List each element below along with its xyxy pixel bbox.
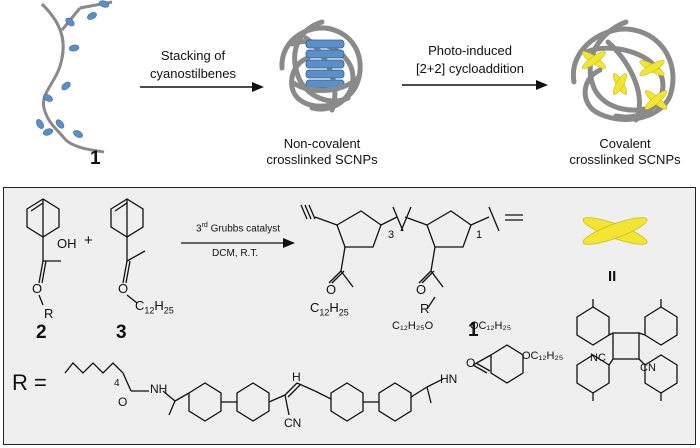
m2-r: R — [44, 306, 54, 321]
r-o2: O — [466, 356, 476, 370]
r-group-structure — [64, 344, 524, 422]
poly-sub-right: 1 — [476, 229, 483, 241]
arrow1-label-line1: Stacking of — [160, 48, 226, 63]
monomer-3-structure — [110, 198, 146, 304]
cyclobutane-structure — [576, 299, 678, 401]
repeat-sub: 4 — [114, 378, 120, 389]
arrow-cycloaddition — [402, 80, 548, 90]
monomer-3-number: 3 — [116, 322, 127, 343]
poly-r: R — [420, 301, 430, 316]
synthesis-scheme — [26, 198, 678, 422]
r-h: H — [292, 370, 301, 384]
poly-o-left: O — [326, 282, 337, 297]
noncovalent-label-line2: crosslinked SCNPs — [266, 152, 378, 167]
m2-o: O — [32, 281, 43, 296]
covalent-label-line2: crosslinked SCNPs — [569, 152, 681, 167]
covalent-scnp-illustration — [570, 19, 676, 123]
m2-oh: OH — [57, 236, 77, 251]
cyclobutane-cn-left: NC — [590, 352, 606, 364]
polymer-chain-illustration — [36, 0, 113, 154]
reaction-arrowhead — [283, 238, 295, 248]
conditions-line2: DCM, R.T. — [212, 248, 259, 259]
r-equals: R = — [12, 370, 47, 395]
m3-alkyl: C12H25 — [135, 298, 174, 316]
polymer-product-structure — [300, 204, 523, 310]
polymer-number: 1 — [90, 148, 101, 169]
r-cn: CN — [284, 416, 302, 430]
arrow2-label-line1: Photo-induced — [428, 43, 512, 58]
arrow-stacking — [140, 82, 264, 92]
arrow1-label-line2: cyanostilbenes — [150, 66, 236, 81]
crosslink-label: II — [608, 268, 617, 285]
r-nh1: NH — [150, 382, 168, 396]
m3-o: O — [118, 281, 129, 296]
x-shaped-crosslink — [582, 217, 648, 245]
r-o1: O — [118, 395, 128, 409]
crosslinks — [582, 51, 668, 110]
poly-alkyl: C12H25 — [310, 300, 349, 318]
poly-o-right: O — [416, 282, 427, 297]
covalent-label-line1: Covalent — [599, 136, 651, 151]
cyanostilbene-pendants — [36, 0, 110, 138]
noncovalent-scnp-illustration — [279, 19, 363, 113]
cyclobutane-cn-right: CN — [640, 362, 656, 374]
noncovalent-label-line1: Non-covalent — [283, 136, 361, 151]
r-oc1: C₁₂H₂₅O — [392, 320, 434, 332]
poly-sub-left: 3 — [388, 229, 395, 241]
arrow2-label-line2: [2+2] cycloaddition — [415, 61, 525, 76]
plus-sign: + — [84, 232, 93, 249]
r-oc2: OC₁₂H₂₅ — [470, 320, 512, 332]
r-hn: HN — [440, 372, 458, 386]
monomer-2-number: 2 — [36, 322, 47, 343]
r-oc3: OC₁₂H₂₅ — [522, 350, 564, 362]
synthesis-scheme-panel — [3, 187, 696, 445]
monomer-2-structure — [26, 198, 61, 306]
stilbene-stack — [305, 39, 345, 89]
phenyl-ring — [188, 382, 412, 422]
polymer-product-number: 1 — [468, 320, 479, 341]
catalyst-label: 3rd Grubbs catalyst — [196, 222, 281, 235]
